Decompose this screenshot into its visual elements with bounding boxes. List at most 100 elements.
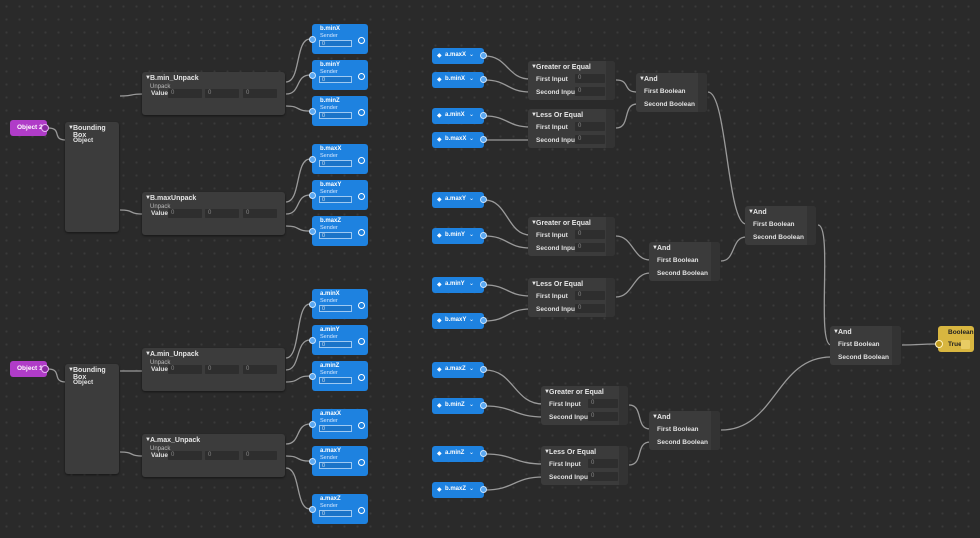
chevron-down-icon[interactable]: ⌄ [468, 112, 474, 118]
second-input-field[interactable]: 0 [575, 135, 605, 144]
value-field[interactable]: 0 [243, 209, 277, 218]
constant-output-pin[interactable] [480, 52, 487, 59]
sender-value-field[interactable]: 0 [319, 76, 352, 83]
constant-node[interactable]: ◆b.maxZ⌄ [432, 482, 484, 498]
collapse-triangle-icon[interactable]: ▼ [531, 112, 537, 118]
constant-output-pin[interactable] [480, 317, 487, 324]
object-output-pin[interactable] [41, 365, 49, 373]
first-input-field[interactable]: 0 [588, 459, 618, 468]
collapse-triangle-icon[interactable]: ▼ [544, 389, 550, 395]
output-input-pin[interactable] [935, 340, 943, 348]
second-input-field[interactable]: 0 [575, 304, 605, 313]
object-1-node[interactable]: Object 1 [10, 361, 49, 377]
value-field[interactable]: 0 [205, 365, 239, 374]
sender-input-pin[interactable] [309, 72, 316, 79]
chevron-down-icon[interactable]: ⌄ [468, 196, 474, 202]
first-input-field[interactable]: 0 [575, 230, 605, 239]
constant-node[interactable]: ◆a.maxY⌄ [432, 192, 484, 208]
sender-input-pin[interactable] [309, 421, 316, 428]
constant-output-pin[interactable] [480, 232, 487, 239]
sender-value-field[interactable]: 0 [319, 510, 352, 517]
sender-input-pin[interactable] [309, 192, 316, 199]
constant-node[interactable]: ◆a.minZ⌄ [432, 446, 484, 462]
value-field[interactable]: 0 [168, 209, 202, 218]
sender-value-field[interactable]: 0 [319, 232, 352, 239]
constant-node[interactable]: ◆a.maxX⌄ [432, 48, 484, 64]
first-input-field[interactable]: 0 [588, 399, 618, 408]
constant-node[interactable]: ◆b.minY⌄ [432, 228, 484, 244]
value-field[interactable]: 0 [205, 451, 239, 460]
bounding-box-node-top[interactable]: ▼Bounding Box Object [65, 122, 119, 232]
constant-node[interactable]: ◆a.maxZ⌄ [432, 362, 484, 378]
constant-node[interactable]: ◆b.minZ⌄ [432, 398, 484, 414]
sender-input-pin[interactable] [309, 36, 316, 43]
collapse-triangle-icon[interactable]: ▼ [652, 414, 658, 420]
sender-value-field[interactable]: 0 [319, 305, 352, 312]
value-field[interactable]: 0 [168, 89, 202, 98]
sender-value-field[interactable]: 0 [319, 196, 352, 203]
chevron-down-icon[interactable]: ⌄ [468, 317, 474, 323]
chevron-down-icon[interactable]: ⌄ [468, 366, 474, 372]
chevron-down-icon[interactable]: ⌄ [468, 232, 474, 238]
value-field[interactable]: 0 [243, 451, 277, 460]
constant-output-pin[interactable] [480, 281, 487, 288]
sender-input-pin[interactable] [309, 337, 316, 344]
sender-input-pin[interactable] [309, 108, 316, 115]
chevron-down-icon[interactable]: ⌄ [468, 281, 474, 287]
sender-input-pin[interactable] [309, 373, 316, 380]
sender-value-field[interactable]: 0 [319, 462, 352, 469]
chevron-down-icon[interactable]: ⌄ [468, 136, 474, 142]
first-input-field[interactable]: 0 [575, 74, 605, 83]
second-input-field[interactable]: 0 [575, 243, 605, 252]
collapse-triangle-icon[interactable]: ▼ [145, 195, 151, 201]
collapse-triangle-icon[interactable]: ▼ [531, 220, 537, 226]
collapse-triangle-icon[interactable]: ▼ [544, 449, 550, 455]
value-field[interactable]: 0 [205, 209, 239, 218]
chevron-down-icon[interactable]: ⌄ [468, 450, 474, 456]
constant-output-pin[interactable] [480, 402, 487, 409]
value-field[interactable]: 0 [168, 451, 202, 460]
first-input-field[interactable]: 0 [575, 291, 605, 300]
constant-output-pin[interactable] [480, 450, 487, 457]
chevron-down-icon[interactable]: ⌄ [468, 402, 474, 408]
second-input-field[interactable]: 0 [588, 412, 618, 421]
constant-output-pin[interactable] [480, 136, 487, 143]
value-field[interactable]: 0 [243, 365, 277, 374]
sender-input-pin[interactable] [309, 156, 316, 163]
constant-output-pin[interactable] [480, 112, 487, 119]
collapse-triangle-icon[interactable]: ▼ [531, 281, 537, 287]
value-field[interactable]: 0 [205, 89, 239, 98]
collapse-triangle-icon[interactable]: ▼ [833, 329, 839, 335]
second-input-field[interactable]: 0 [575, 87, 605, 96]
collapse-triangle-icon[interactable]: ▼ [68, 125, 74, 131]
chevron-down-icon[interactable]: ⌄ [468, 52, 474, 58]
constant-output-pin[interactable] [480, 76, 487, 83]
constant-node[interactable]: ◆b.maxX⌄ [432, 132, 484, 148]
sender-value-field[interactable]: 0 [319, 112, 352, 119]
constant-node[interactable]: ◆b.maxY⌄ [432, 313, 484, 329]
collapse-triangle-icon[interactable]: ▼ [68, 367, 74, 373]
sender-value-field[interactable]: 0 [319, 377, 352, 384]
